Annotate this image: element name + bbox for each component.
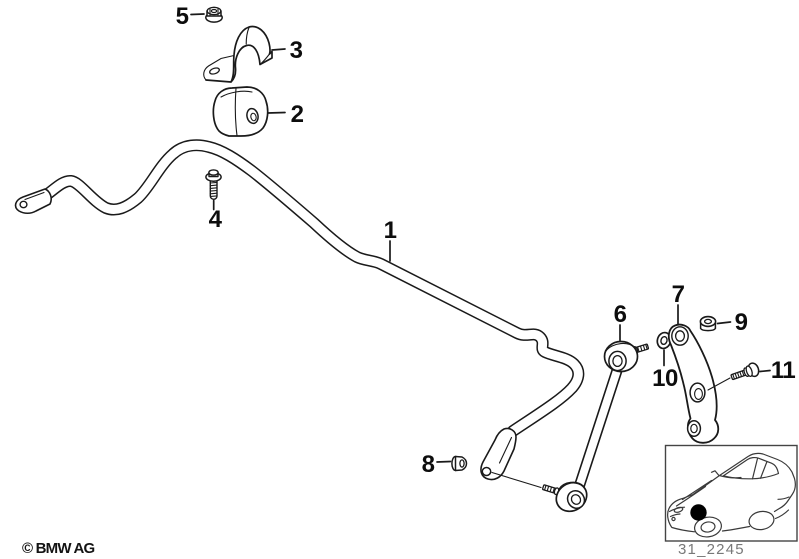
callout-6[interactable]: 6: [614, 301, 628, 328]
callout-8[interactable]: 8: [422, 451, 436, 478]
bar-right-tab: [480, 427, 517, 481]
callout-labels: 1 2 3 4 5 6 7 8 9 10 11: [176, 3, 796, 478]
nut-part8: [451, 455, 468, 472]
assembly-line-link-to-tab: [491, 471, 542, 489]
callout-4[interactable]: 4: [209, 206, 224, 233]
assembly-line-bolt-to-holder: [707, 377, 731, 391]
callout-9[interactable]: 9: [735, 309, 749, 336]
car-thumbnail: 31_2245: [664, 444, 798, 558]
callout-11[interactable]: 11: [771, 357, 796, 384]
callout-5[interactable]: 5: [176, 3, 190, 30]
flange-nut-part5: [205, 6, 223, 23]
holder-part7: [667, 323, 720, 444]
leader-line-11: [759, 369, 771, 373]
car-front-wheel: [693, 516, 723, 538]
link-upper-ball: [603, 340, 650, 373]
screw-part4: [205, 169, 222, 200]
part-location-dot: [690, 504, 707, 521]
leader-lines: [190, 13, 771, 489]
leader-line-5: [190, 13, 205, 16]
callout-3[interactable]: 3: [290, 37, 304, 64]
leader-line-2: [267, 111, 286, 114]
leader-line-9: [716, 321, 732, 325]
leader-line-8: [436, 460, 452, 463]
link-lower-ball: [542, 481, 588, 513]
thumbnail-frame: [664, 444, 798, 542]
diagram-code-text: 31_2245: [678, 541, 745, 558]
screw-part11: [730, 362, 760, 381]
rubber-mount-part2: [212, 86, 269, 137]
hex-nut-part9: [699, 315, 717, 332]
bar-tube-fill: [37, 140, 583, 436]
bar-left-tab: [14, 188, 52, 215]
copyright-text: © BMW AG: [22, 540, 95, 557]
callout-7[interactable]: 7: [672, 281, 686, 308]
link-rod: [574, 368, 623, 488]
callout-1[interactable]: 1: [384, 217, 398, 244]
clamp-bracket-part3: [203, 25, 273, 83]
leader-line-3: [271, 48, 286, 51]
car-rear-wheel: [748, 510, 775, 531]
callout-2[interactable]: 2: [291, 101, 305, 128]
car-outline-icon: [667, 452, 796, 538]
stabilizer-bar-part1: [14, 139, 585, 481]
stabilizer-link-part6: [542, 340, 650, 513]
callout-10[interactable]: 10: [652, 365, 678, 392]
bar-tube-outline: [36, 139, 585, 437]
